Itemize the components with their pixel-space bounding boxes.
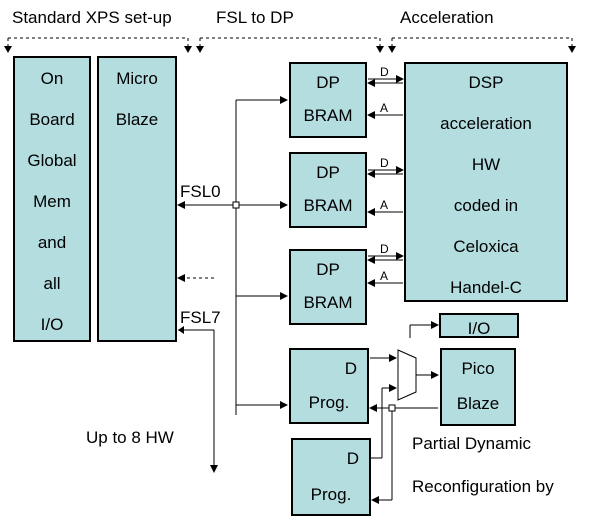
dprog-line1: D (346, 449, 359, 468)
picoblaze-line1: Pico (461, 359, 495, 378)
dprog-line2: Prog. (308, 393, 350, 412)
dp-bram-line2: BRAM (303, 196, 353, 215)
microblaze-line: Blaze (115, 110, 159, 129)
dprog-line1: D (344, 359, 357, 378)
header-acceleration: Acceleration (400, 8, 494, 27)
onboard-mem-block: On Board Global Mem and all I/O (13, 56, 91, 342)
dsp-line: acceleration (440, 114, 532, 133)
header-span-standard-left-tick (4, 46, 12, 53)
dp-bram-line2: BRAM (303, 106, 353, 125)
onboard-mem-line: all (43, 274, 61, 293)
header-span-standard-right-tick (184, 46, 192, 53)
header-span-accel-right-tick (568, 46, 576, 53)
picoblaze-block: Pico Blaze (440, 348, 516, 426)
picoblaze-line2: Blaze (456, 394, 500, 413)
a-label: A (380, 101, 389, 115)
header-span-standard (7, 37, 189, 48)
d-label: D (380, 156, 389, 170)
dp-bram-line1: DP (316, 73, 340, 92)
bus-junction (232, 201, 240, 209)
dp-bram-line1: DP (316, 260, 340, 279)
onboard-mem-line: Mem (33, 192, 71, 211)
onboard-mem-line: Global (27, 151, 77, 170)
header-span-fsl-left-tick (196, 46, 204, 53)
dp-bram-line2: BRAM (303, 293, 353, 312)
header-standard-xps: Standard XPS set-up (12, 8, 172, 27)
io-block: I/O (439, 313, 519, 338)
header-span-accel-left-tick (388, 46, 396, 53)
fsl-bus (177, 96, 288, 415)
a-label: A (380, 269, 389, 283)
dsp-line: HW (471, 155, 501, 174)
fsl7-arrowhead (178, 326, 184, 334)
dsp-line: coded in (453, 196, 519, 215)
fsl7-label: FSL7 (180, 308, 221, 327)
header-span-fsl-right-tick (376, 46, 384, 53)
onboard-mem-line: On (40, 69, 64, 88)
dsp-block: DSP acceleration HW coded in Celoxica Ha… (404, 62, 568, 302)
dp-bram-1: DP BRAM (289, 62, 367, 138)
pico-junction (388, 404, 396, 412)
dsp-line: DSP (468, 73, 504, 92)
d-label: D (380, 65, 389, 79)
pico-lines (369, 321, 439, 504)
onboard-mem-line: I/O (40, 315, 64, 334)
dprog-block-2: D Prog. (291, 438, 371, 516)
fsl7-line (178, 329, 218, 473)
dsp-line: Handel-C (450, 278, 522, 297)
mux-shape (397, 349, 417, 401)
up-to-note: Up to 8 HW (86, 428, 174, 447)
onboard-mem-line: Board (29, 110, 75, 129)
dp-bram-3: DP BRAM (289, 249, 367, 325)
dp-bram-2: DP BRAM (289, 152, 367, 228)
io-label: I/O (467, 319, 491, 338)
microblaze-block: Micro Blaze (97, 56, 177, 342)
dsp-line: Celoxica (453, 237, 519, 256)
da-lines (367, 75, 404, 287)
header-fsl-to-dp: FSL to DP (216, 8, 294, 27)
onboard-mem-line: and (37, 233, 67, 252)
fsl0-label: FSL0 (180, 182, 221, 201)
dprog-block-1: D Prog. (289, 348, 369, 424)
microblaze-line: Micro (116, 69, 158, 88)
partial-note: Partial Dynamic (412, 434, 532, 453)
header-span-accel (391, 37, 573, 48)
dp-bram-line1: DP (316, 163, 340, 182)
header-span-fsl (199, 37, 381, 48)
dprog-line2: Prog. (310, 485, 352, 504)
d-label: D (380, 242, 389, 256)
reconfig-note: Reconfiguration by (412, 477, 554, 496)
a-label: A (380, 198, 389, 212)
